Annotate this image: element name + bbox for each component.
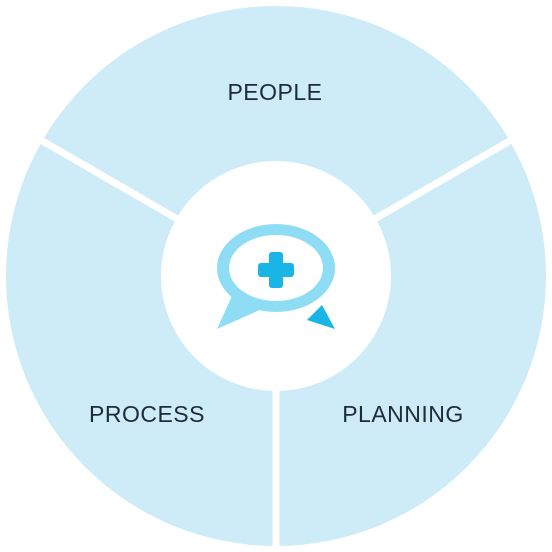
- segment-label-process: PROCESS: [89, 401, 205, 427]
- back-bubble-tail: [307, 305, 335, 329]
- speech-bubbles-plus-icon: [217, 224, 335, 329]
- plus-horizontal: [258, 263, 294, 277]
- segment-label-people: PEOPLE: [227, 79, 322, 105]
- segment-label-planning: PLANNING: [342, 401, 464, 427]
- front-bubble-tail: [217, 296, 262, 329]
